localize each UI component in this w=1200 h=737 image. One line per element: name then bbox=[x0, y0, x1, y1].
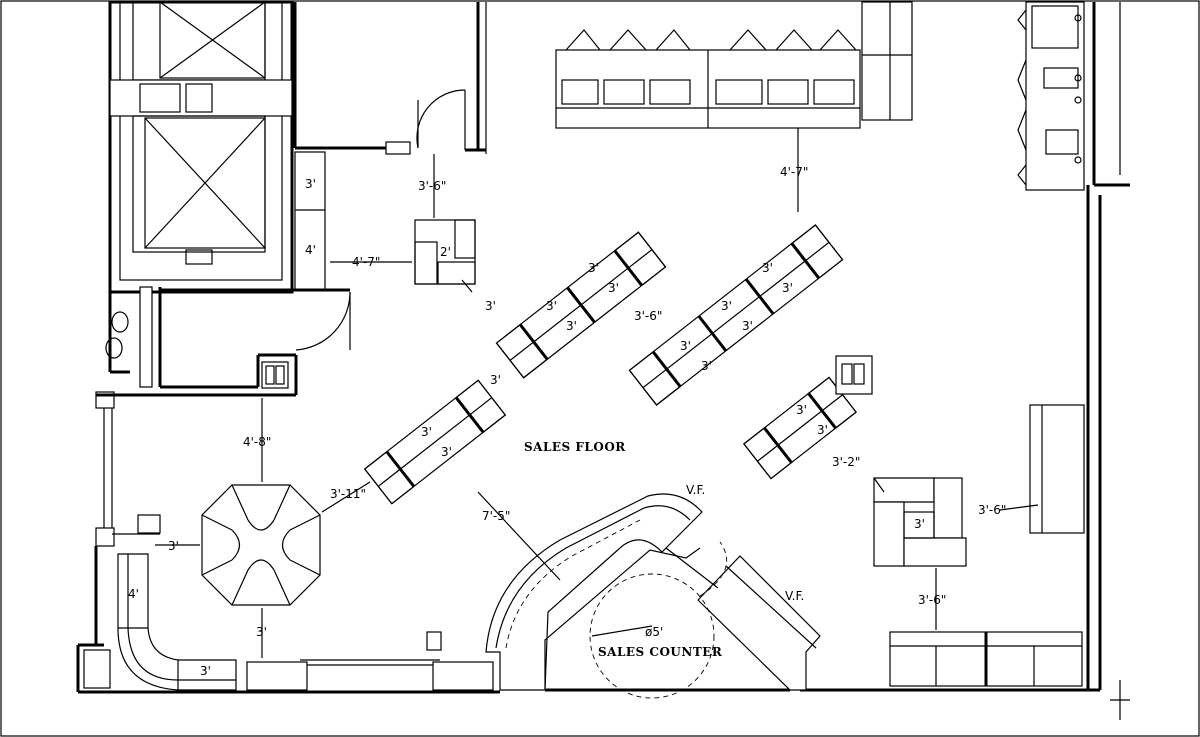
dim-label: 3' bbox=[796, 403, 807, 417]
dim-label: 4' bbox=[128, 587, 139, 601]
dim-label: 4'-8" bbox=[243, 435, 271, 449]
dim-label: 3' bbox=[914, 517, 925, 531]
elevator-core bbox=[108, 0, 294, 294]
dim-label: 3' bbox=[680, 339, 691, 353]
dim-label: 3' bbox=[762, 261, 773, 275]
dim-label: 4' bbox=[305, 243, 316, 257]
dim-label: 3' bbox=[701, 359, 712, 373]
dim-label: 3'-11" bbox=[330, 487, 366, 501]
dim-label: 3' bbox=[742, 319, 753, 333]
dim-label: 3' bbox=[305, 177, 316, 191]
dim-label: 4'-7" bbox=[780, 165, 808, 179]
dim-label: 3' bbox=[817, 423, 828, 437]
small-display-unit bbox=[414, 219, 476, 293]
dim-label: 3' bbox=[168, 539, 179, 553]
dim-label: 3' bbox=[546, 299, 557, 313]
dim-label: 4'-7" bbox=[352, 255, 380, 269]
dim-label: 2' bbox=[440, 245, 451, 259]
display-case-bottom bbox=[889, 631, 1083, 687]
dim-label: 3'-6" bbox=[418, 179, 446, 193]
gondola-3 bbox=[363, 379, 507, 505]
dim-label: 3' bbox=[200, 664, 211, 678]
storage-room bbox=[293, 2, 487, 155]
corner-bench bbox=[117, 553, 237, 691]
dim-label: 3'-6" bbox=[918, 593, 946, 607]
bottom-storefront bbox=[246, 631, 494, 691]
label-diameter: ø5' bbox=[645, 625, 663, 639]
star-display-table bbox=[201, 484, 321, 606]
label-sales-counter: SALES COUNTER bbox=[598, 645, 723, 659]
display-case-top bbox=[555, 1, 913, 129]
dimension-lines bbox=[155, 128, 1039, 658]
sales-counter-area bbox=[485, 493, 821, 699]
left-storefront bbox=[76, 391, 500, 694]
gondola-1 bbox=[495, 231, 667, 379]
dim-label: 3' bbox=[721, 299, 732, 313]
dim-label: 3' bbox=[566, 319, 577, 333]
dim-label: 3' bbox=[608, 281, 619, 295]
dim-label: 3'-2" bbox=[832, 455, 860, 469]
corner-display-cluster bbox=[873, 477, 967, 567]
gondola-2 bbox=[628, 224, 844, 406]
dim-label: 3' bbox=[490, 373, 501, 387]
dim-label: 7'-5" bbox=[482, 509, 510, 523]
gondola-4 bbox=[743, 376, 857, 480]
label-vf-right: V.F. bbox=[785, 589, 804, 603]
dim-label: 3' bbox=[421, 425, 432, 439]
dim-label: 3' bbox=[441, 445, 452, 459]
dim-label: 3' bbox=[782, 281, 793, 295]
dim-label: 3' bbox=[588, 261, 599, 275]
square-display bbox=[835, 355, 873, 395]
dim-label: 3' bbox=[256, 625, 267, 639]
wall-shelving bbox=[294, 151, 326, 291]
label-vf-top: V.F. bbox=[686, 483, 705, 497]
dim-label: 3' bbox=[485, 299, 496, 313]
label-sales-floor: SALES FLOOR bbox=[524, 440, 626, 454]
restroom bbox=[105, 286, 351, 395]
right-wall-equipment bbox=[800, 1, 1130, 692]
dim-label: 3'-6" bbox=[634, 309, 662, 323]
dim-label: 3'-6" bbox=[978, 503, 1006, 517]
